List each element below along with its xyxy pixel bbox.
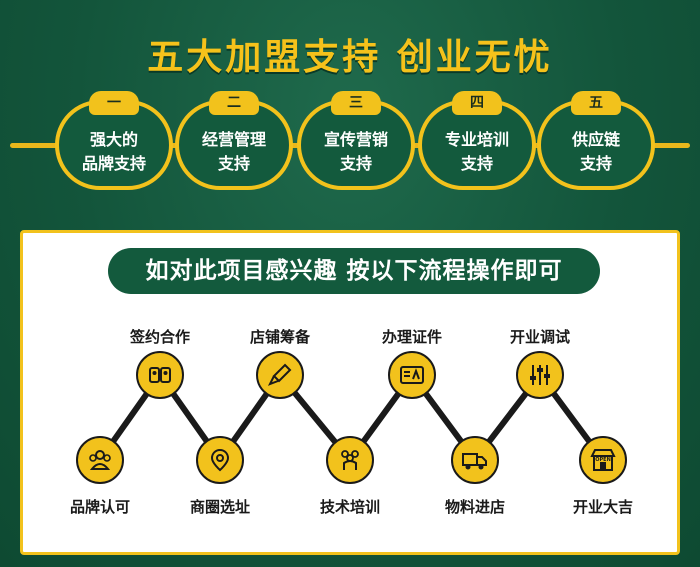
sliders-icon [516, 351, 564, 399]
support-label: 强大的 [89, 130, 138, 149]
step-label-licensing: 办理证件 [381, 328, 442, 346]
support-label: 供应链 [571, 130, 620, 149]
support-label: 专业培训 [444, 130, 509, 149]
support-number: 二 [209, 91, 259, 115]
shop-sign-text: OPEN [595, 457, 611, 463]
step-label-sign-contract: 签约合作 [129, 328, 190, 346]
step-label-grand-opening: 开业大吉 [572, 498, 633, 516]
support-item-marketing: 三 宣传营销支持 [297, 91, 415, 190]
map-pin-icon [196, 436, 244, 484]
step-label-site-selection: 商圈选址 [189, 498, 250, 516]
delivery-truck-icon [451, 436, 499, 484]
support-number: 四 [452, 91, 502, 115]
support-label: 品牌支持 [81, 154, 146, 173]
support-label: 宣传营销 [323, 130, 388, 149]
support-label: 支持 [339, 154, 372, 173]
id-card-icon [388, 351, 436, 399]
team-training-icon [326, 436, 374, 484]
step-label-brand-approval: 品牌认可 [69, 498, 130, 516]
support-number: 五 [571, 91, 621, 115]
support-label: 支持 [460, 154, 493, 173]
process-title: 如对此项目感兴趣 按以下流程操作即可 [108, 248, 600, 294]
support-item-supply-chain: 五 供应链支持 [537, 91, 655, 190]
support-label: 支持 [217, 154, 250, 173]
step-label-tech-training: 技术培训 [319, 498, 380, 516]
people-group-icon [76, 436, 124, 484]
support-label: 支持 [579, 154, 612, 173]
support-number: 三 [331, 91, 381, 115]
paint-brush-icon [256, 351, 304, 399]
step-label-opening-test: 开业调试 [509, 328, 570, 346]
support-label: 经营管理 [201, 130, 266, 149]
support-item-brand: 一 强大的品牌支持 [55, 91, 173, 190]
support-number: 一 [89, 91, 139, 115]
support-item-training: 四 专业培训支持 [418, 91, 536, 190]
step-label-store-prep: 店铺筹备 [249, 328, 310, 346]
open-shop-icon: OPEN [579, 436, 627, 484]
step-label-materials: 物料进店 [444, 498, 505, 516]
page-headline: 五大加盟支持 创业无忧 [147, 37, 553, 78]
support-item-management: 二 经营管理支持 [175, 91, 293, 190]
handshake-icon [136, 351, 184, 399]
